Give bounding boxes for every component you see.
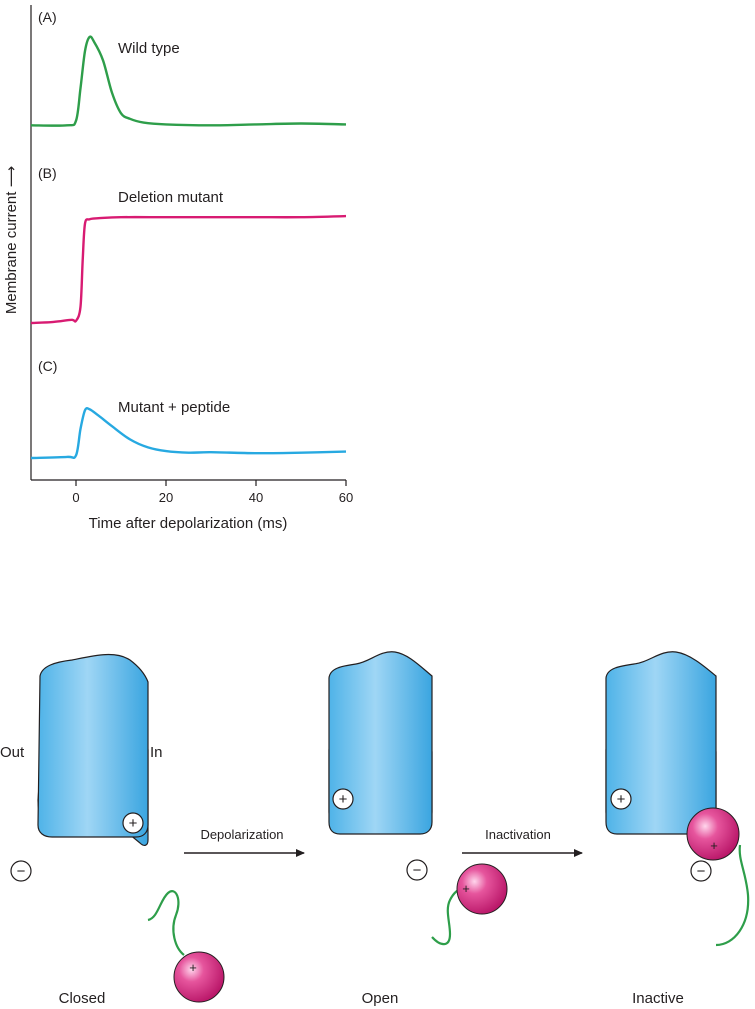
inactivation-ball [174, 952, 224, 1002]
depolarization-label: Depolarization [200, 827, 283, 842]
closed-label: Closed [59, 990, 106, 1007]
y-axis-label: Membrane current ⟶ [3, 166, 20, 314]
open-label: Open [362, 990, 399, 1007]
plus-charge-label: + [129, 815, 138, 832]
x-tick-label: 60 [339, 490, 353, 505]
panel-letter: (C) [38, 358, 57, 374]
panel-letter: (A) [38, 9, 57, 25]
inactivation-label: Inactivation [485, 827, 551, 842]
tether-chain [716, 845, 748, 945]
inactivation-arrow: Inactivation [462, 827, 582, 853]
inactive-label: Inactive [632, 990, 684, 1007]
x-ticks: 0 20 40 60 [72, 480, 353, 505]
series-label: Deletion mutant [118, 189, 224, 206]
minus-charge-label: − [17, 863, 26, 880]
tether-chain [148, 891, 184, 955]
out-label: Out [0, 744, 25, 761]
closed-channel: + − + Out In Closed [0, 655, 224, 1007]
depolarization-arrow: Depolarization [184, 827, 304, 853]
ball-charge-label: + [710, 838, 718, 853]
x-tick-label: 40 [249, 490, 263, 505]
x-axis-label: Time after depolarization (ms) [89, 515, 288, 532]
x-tick-label: 0 [72, 490, 79, 505]
plus-charge-label: + [617, 791, 626, 808]
series-line-wild-type [31, 37, 346, 126]
ball-charge-label: + [462, 881, 470, 896]
plus-charge-label: + [339, 791, 348, 808]
minus-charge-label: − [413, 862, 422, 879]
channel-lower-subunit [38, 655, 148, 837]
tether-chain [432, 888, 462, 944]
series-line-deletion-mutant [31, 216, 346, 323]
channel-diagram: + − + Out In Closed Depolarization + − + [0, 652, 748, 1007]
inactive-channel: + − + Inactive [606, 652, 748, 1007]
minus-charge-label: − [697, 863, 706, 880]
series-label: Wild type [118, 40, 180, 57]
open-channel: + − + Open [329, 652, 507, 1007]
series-label: Mutant + peptide [118, 399, 230, 416]
panel-letter: (B) [38, 165, 57, 181]
in-label: In [150, 744, 163, 761]
current-traces-chart: Membrane current ⟶ Time after depolariza… [3, 5, 353, 532]
panels: (A) Wild type (B) Deletion mutant (C) Mutant … [31, 9, 346, 458]
x-tick-label: 20 [159, 490, 173, 505]
ball-charge-label: + [189, 960, 197, 975]
